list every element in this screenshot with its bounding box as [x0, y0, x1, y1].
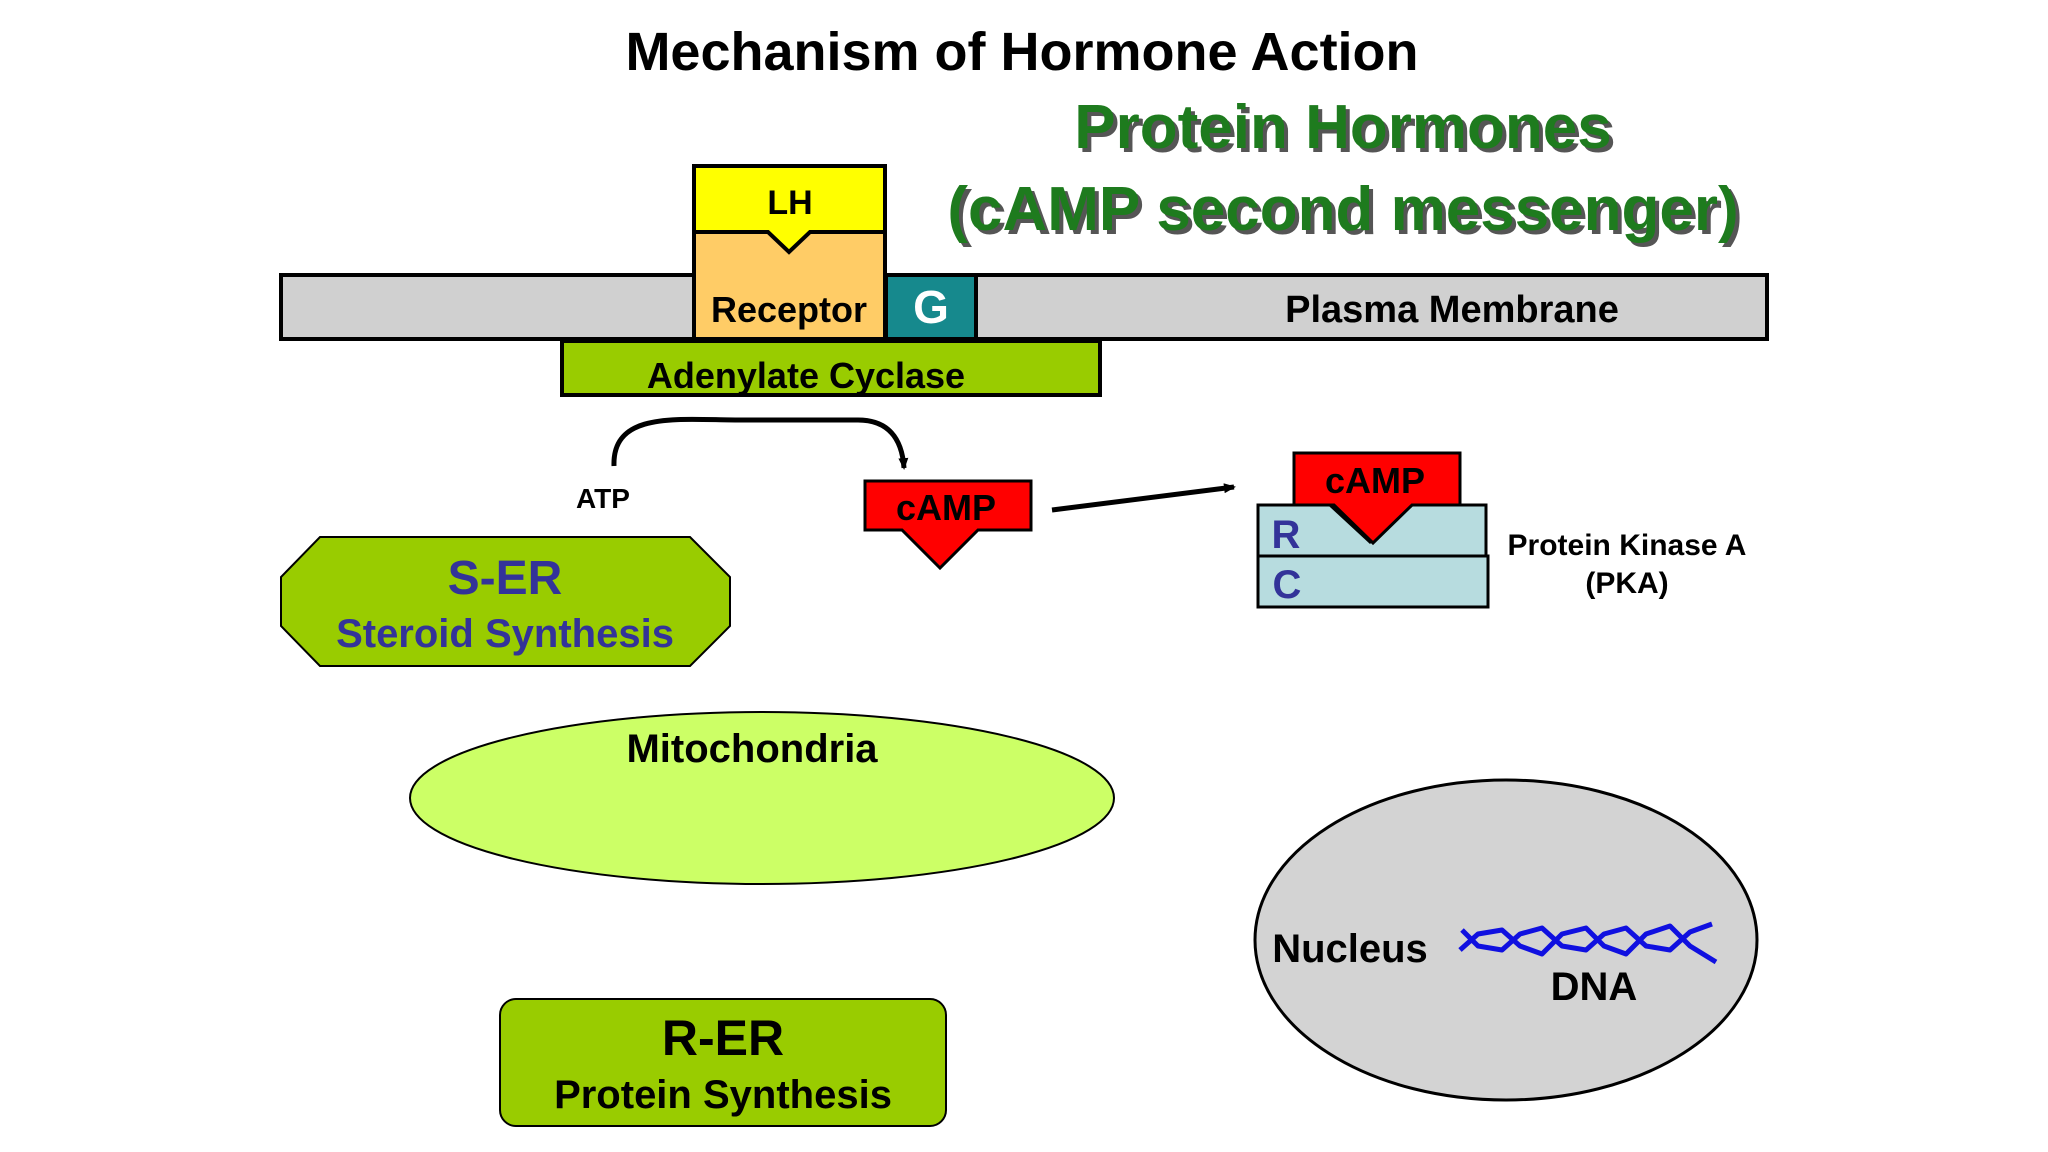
pka-r-label: R: [1272, 513, 1301, 557]
mitochondria-label: Mitochondria: [626, 727, 878, 771]
lh-label: LH: [767, 184, 812, 222]
subtitle-line2-shadow: (cAMP second messenger): [951, 179, 1742, 248]
lh-hormone: [692, 164, 887, 255]
subtitle-line2: (cAMP second messenger): [947, 175, 1738, 244]
smooth-er: [280, 536, 731, 667]
pka-c-subunit: [1256, 554, 1490, 609]
dna-helix-icon: [1458, 921, 1718, 965]
camp-molecule: [863, 479, 1033, 571]
mitochondria: [409, 711, 1115, 885]
pka-camp-label: cAMP: [1325, 460, 1425, 501]
rough-er-title: R-ER: [662, 1010, 784, 1066]
nucleus: [1253, 778, 1759, 1102]
camp-label: cAMP: [896, 487, 996, 528]
adenylate-cyclase-label: Adenylate Cyclase: [647, 355, 965, 396]
rough-er-subtitle: Protein Synthesis: [554, 1073, 892, 1117]
camp-to-pka-arrow: [1051, 483, 1236, 513]
g-protein-label: G: [913, 281, 949, 333]
subtitle-line1-shadow: Protein Hormones: [1078, 97, 1615, 166]
smooth-er-subtitle: Steroid Synthesis: [336, 612, 674, 656]
subtitle: Protein Hormones Protein Hormones (cAMP …: [947, 93, 1742, 248]
adenylate-cyclase: [560, 339, 1102, 397]
dna-label: DNA: [1551, 965, 1638, 1009]
nucleus-label: Nucleus: [1272, 927, 1428, 971]
receptor-label: Receptor: [711, 289, 867, 330]
g-protein: [884, 273, 978, 341]
atp-label: ATP: [576, 483, 630, 514]
diagram-title: Mechanism of Hormone Action: [625, 22, 1418, 82]
atp-to-camp-arrow: [611, 416, 909, 470]
subtitle-line1: Protein Hormones: [1074, 93, 1611, 162]
pka-name-line2: (PKA): [1585, 567, 1668, 600]
rough-er: [499, 998, 947, 1127]
pka-bound-camp: [1292, 451, 1462, 546]
pka-name-line1: Protein Kinase A: [1508, 529, 1747, 562]
plasma-membrane-label: Plasma Membrane: [1285, 289, 1619, 331]
smooth-er-title: S-ER: [448, 552, 563, 605]
pka-c-label: C: [1273, 563, 1302, 607]
